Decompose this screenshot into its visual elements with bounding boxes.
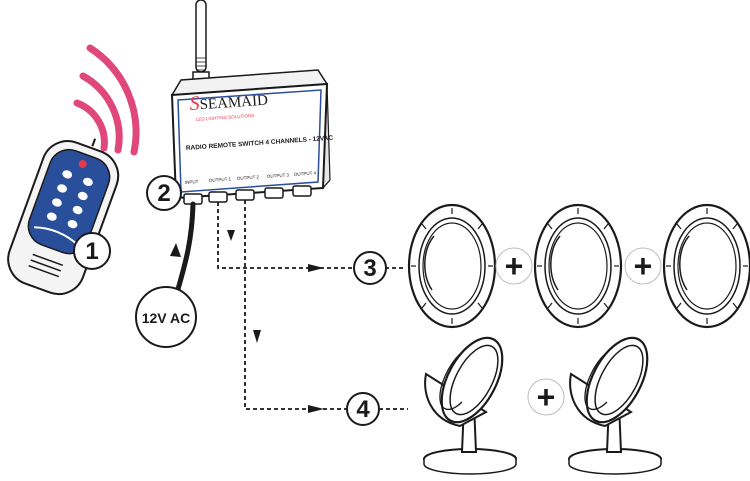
arrow-right-icon xyxy=(308,405,324,413)
flow-arrows xyxy=(227,230,324,413)
seamaid-logo: SSEAMAID xyxy=(189,88,269,115)
svg-text:+: + xyxy=(505,248,524,284)
port-label-output-4: OUTPUT 4 xyxy=(294,170,317,177)
switch-box: SSEAMAID LED LIGHTING SOLUTIONS RADIO RE… xyxy=(170,69,334,205)
svg-text:2: 2 xyxy=(157,180,170,207)
pool-light-3 xyxy=(662,203,750,329)
antenna xyxy=(192,0,210,83)
spot-light-2 xyxy=(567,327,663,476)
arrow-down-icon xyxy=(253,330,261,343)
logo-text: SEAMAID xyxy=(199,93,268,114)
plus-icon: + xyxy=(527,378,565,416)
callout-output-2: 4 xyxy=(346,392,380,426)
spot-light-1 xyxy=(422,327,518,476)
connection-output-2 xyxy=(244,200,408,410)
callout-output-1: 3 xyxy=(353,251,387,285)
radio-signal-icon xyxy=(73,44,140,156)
port-label-output-1: OUTPUT 1 xyxy=(209,176,232,183)
port-labels: INPUT OUTPUT 1 OUTPUT 2 OUTPUT 3 OUTPUT … xyxy=(185,170,317,185)
port-label-input: INPUT xyxy=(185,179,199,185)
pool-light-2 xyxy=(533,203,623,329)
plus-icon: + xyxy=(624,247,662,285)
port-label-output-2: OUTPUT 2 xyxy=(237,174,260,181)
arrow-down-icon xyxy=(227,230,235,241)
svg-text:3: 3 xyxy=(363,255,376,282)
logo-tagline: LED LIGHTING SOLUTIONS xyxy=(196,113,255,122)
svg-text:1: 1 xyxy=(85,238,98,265)
port-label-output-3: OUTPUT 3 xyxy=(267,172,290,179)
svg-text:+: + xyxy=(537,379,556,415)
callout-switch-box: 2 xyxy=(146,175,182,211)
svg-text:+: + xyxy=(634,248,653,284)
plus-icon: + xyxy=(495,247,533,285)
power-source: 12V AC xyxy=(135,286,197,348)
pool-light-1 xyxy=(407,203,497,329)
callout-remote: 1 xyxy=(73,232,111,270)
svg-text:4: 4 xyxy=(356,396,370,423)
cable-glands xyxy=(183,185,312,205)
arrow-right-icon xyxy=(308,264,324,272)
power-cable xyxy=(173,201,196,299)
remote-control xyxy=(7,138,120,296)
power-label: 12V AC xyxy=(142,310,191,326)
power-arrow-icon xyxy=(170,243,181,257)
